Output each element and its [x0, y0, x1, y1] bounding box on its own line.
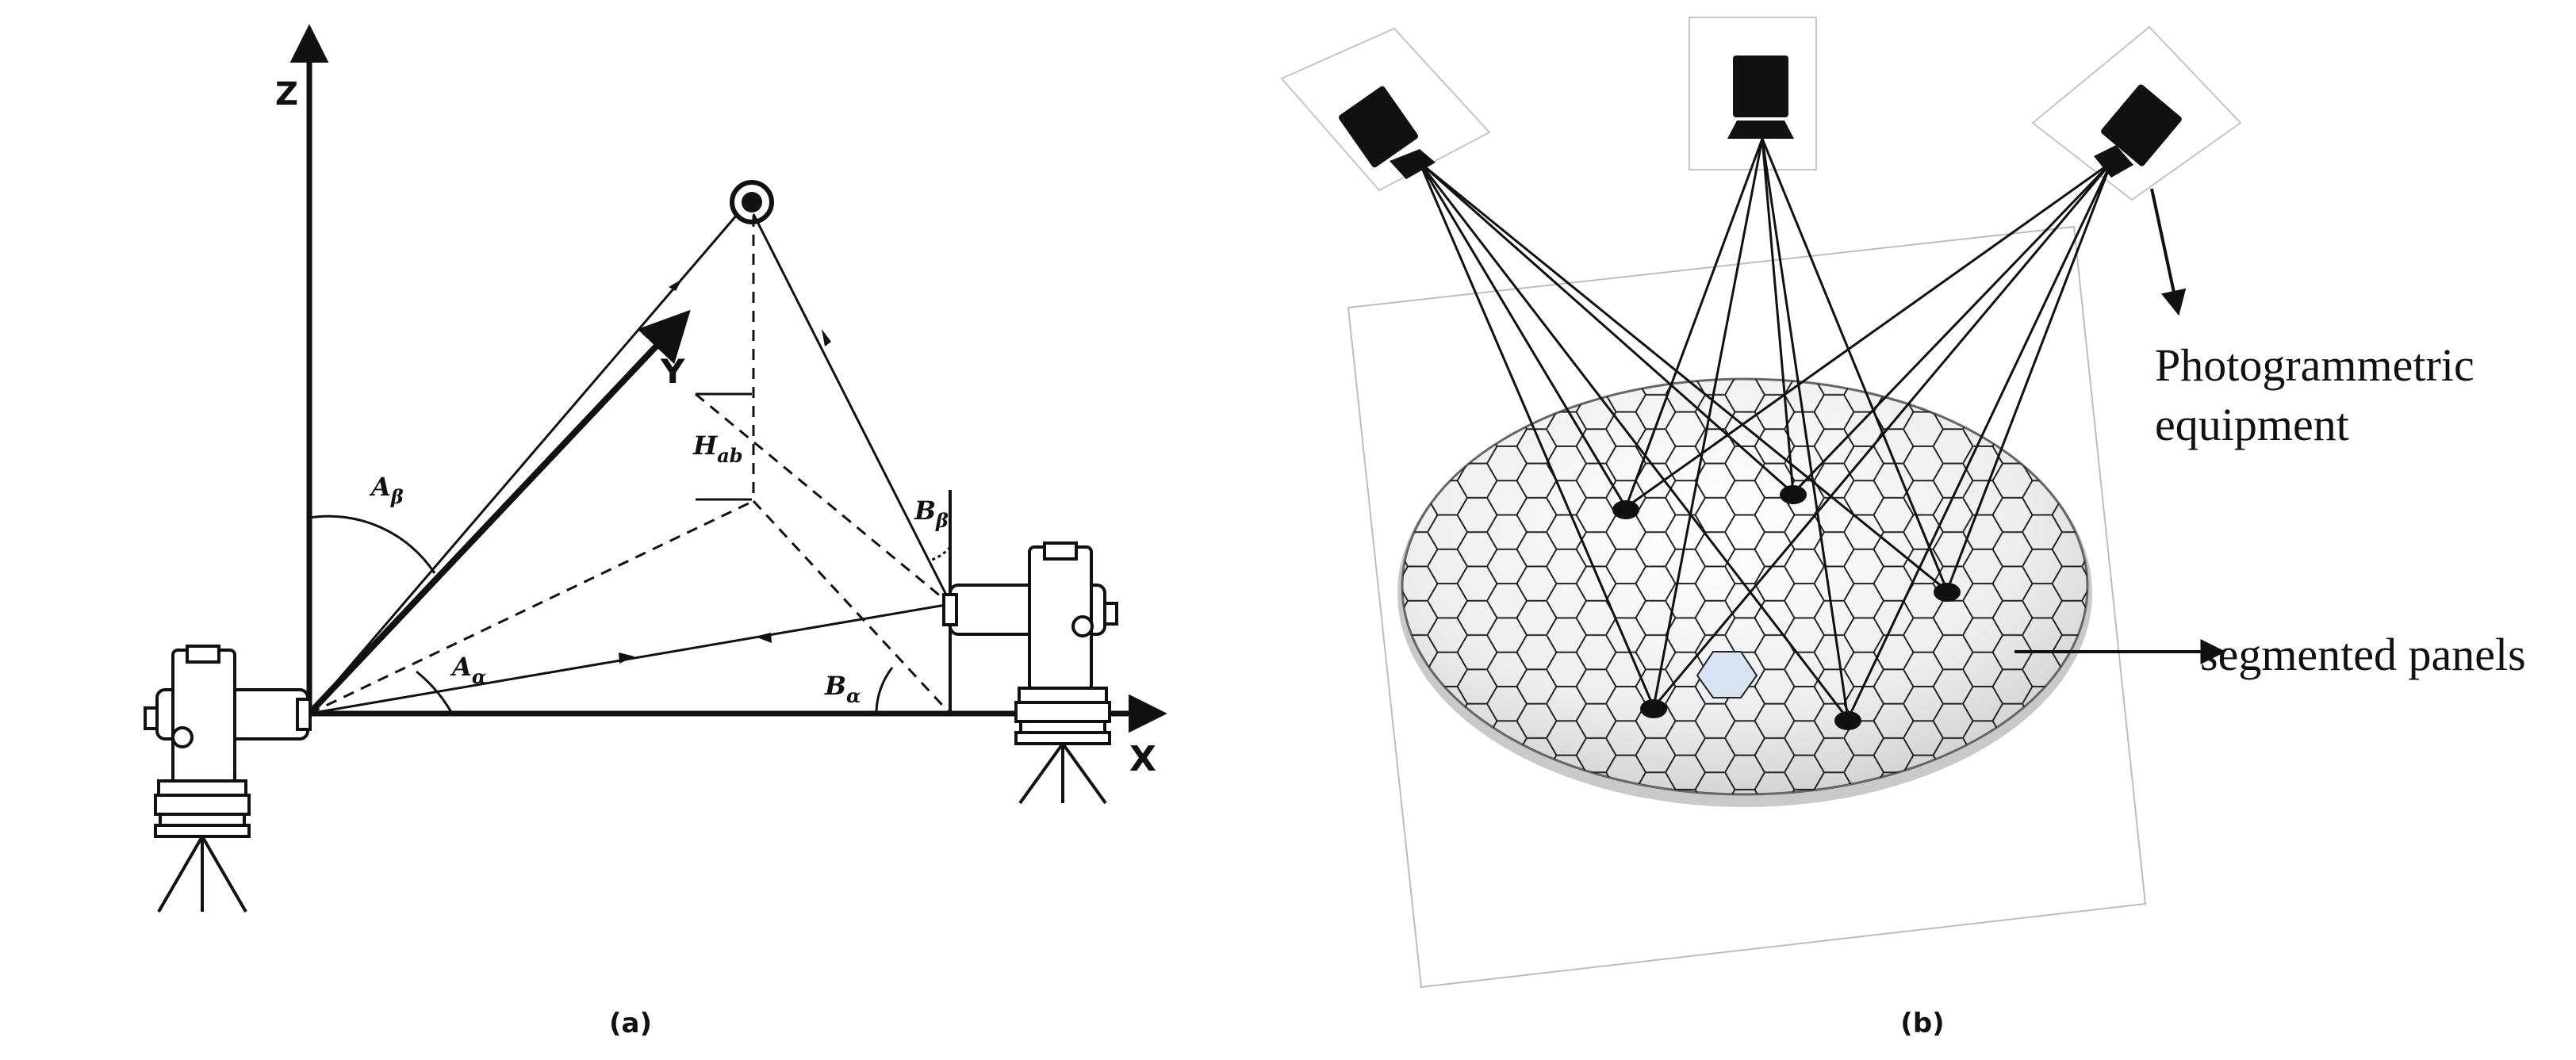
panel-b-diagram: Photogrammetric equipment segmented pane…: [1280, 17, 2526, 1039]
arrowhead-b-to-target: [822, 329, 831, 346]
target-marker: [730, 180, 774, 224]
equipment-label-line1: Photogrammetric: [2155, 339, 2474, 391]
panel-a-caption: (a): [609, 1008, 652, 1039]
z-axis-label: Z: [275, 76, 298, 113]
arc-b-alpha: [875, 667, 894, 714]
baseline-ab: [309, 603, 951, 715]
dashed-construction: [309, 216, 952, 715]
arrowhead-baseline-left: [755, 633, 772, 643]
arc-a-beta: [309, 515, 436, 574]
label-b-beta: Bβ: [914, 496, 949, 532]
theodolite-a-icon: [144, 645, 312, 913]
sight-line-a-to-target: [308, 213, 739, 714]
equipment-label-line2: equipment: [2155, 399, 2349, 450]
dish-targets: [1612, 485, 1961, 730]
arc-b-beta: [929, 545, 952, 562]
arrowhead-a-to-target: [669, 279, 682, 291]
theodolite-b-icon: [942, 541, 1118, 805]
panel-a-diagram: Z Y X Aβ Aα Bα Bβ Hab (a): [144, 24, 1167, 1039]
label-b-alpha: Bα: [824, 671, 861, 707]
highlighted-panel: [1696, 651, 1758, 698]
arc-a-alpha: [416, 670, 454, 714]
sight-line-b-to-target: [752, 213, 952, 603]
camera-right-icon: [2094, 84, 2182, 178]
camera-left-icon: [1338, 86, 1436, 179]
x-axis-label: X: [1129, 739, 1156, 779]
segmented-panels-label: segmented panels: [2200, 629, 2526, 680]
observation-rays: [1418, 138, 2113, 720]
y-axis: [307, 309, 691, 716]
arrowhead-baseline-right: [619, 652, 634, 664]
label-a-alpha: Aα: [450, 652, 486, 688]
panel-b-caption: (b): [1900, 1008, 1944, 1039]
y-axis-label: Y: [660, 352, 685, 391]
label-h-ab: Hab: [692, 431, 743, 467]
equipment-pointer-arrow: [2150, 188, 2187, 316]
camera-center-icon: [1727, 55, 1794, 139]
label-a-beta: Aβ: [369, 472, 404, 508]
